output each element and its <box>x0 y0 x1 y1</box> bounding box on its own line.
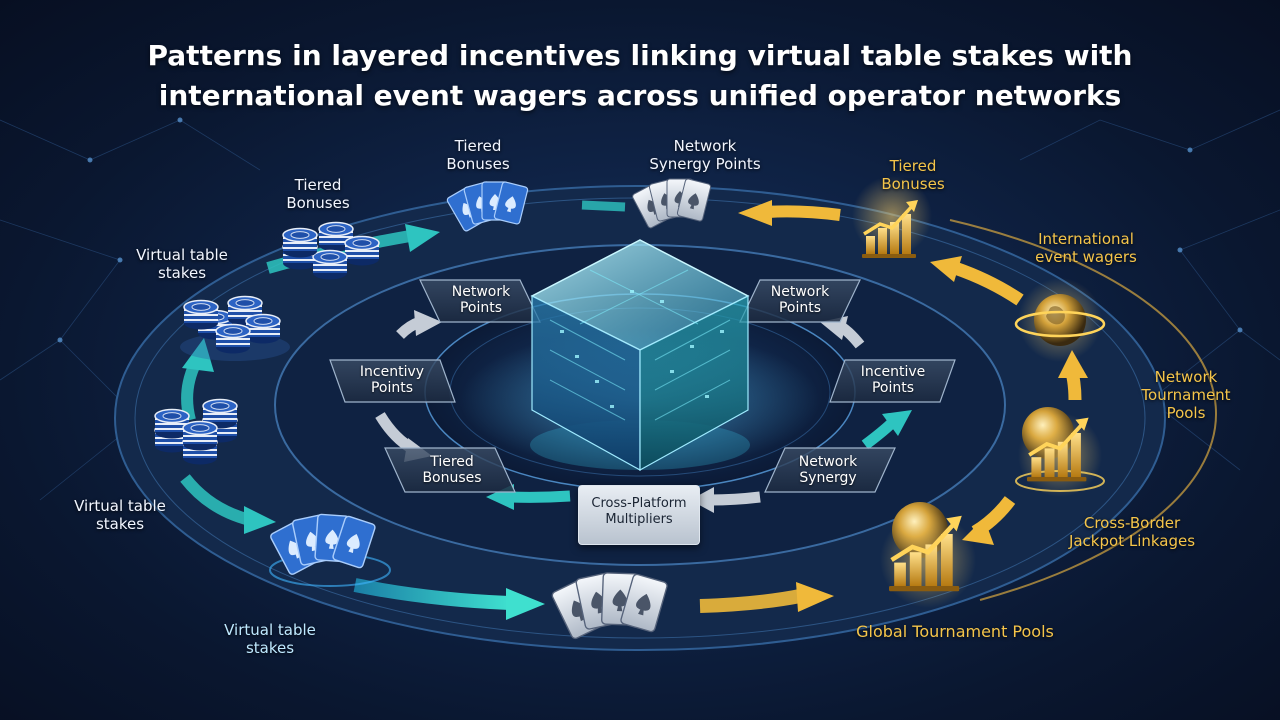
diagram-title-line-2: international event wagers across unifie… <box>158 79 1122 112</box>
bar-chart-gold-icon <box>852 176 932 260</box>
globe-icon <box>1014 278 1106 362</box>
inner-panels <box>329 279 956 493</box>
bar-chart-gold-icon <box>880 502 976 608</box>
data-cube-icon <box>530 239 750 472</box>
bar-chart-gold-icon <box>1015 407 1105 497</box>
panel-cross-platform-multipliers: Cross-Platform Multipliers <box>578 485 700 545</box>
playing-cards-icon <box>268 513 391 587</box>
diagram-title-line-1: Patterns in layered incentives linking v… <box>147 39 1133 72</box>
label-global-tournament-pools: Global Tournament Pools <box>856 622 1054 641</box>
chip-stack-icon <box>180 295 290 361</box>
